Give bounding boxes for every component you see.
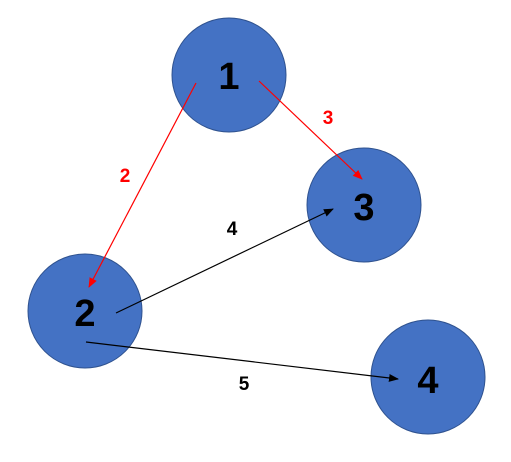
node-3-circle	[306, 147, 422, 263]
edge-2-3-weight: 4	[227, 219, 238, 240]
edge-1-3-weight: 3	[323, 108, 334, 129]
edge-2-4-weight: 5	[239, 374, 250, 395]
node-1: 1	[171, 17, 287, 133]
edge-1-2-weight: 2	[120, 166, 131, 187]
node-2: 2	[27, 253, 143, 369]
node-2-circle	[27, 253, 143, 369]
edge-2-3-line	[115, 208, 334, 314]
edge-2-4-line	[85, 341, 399, 382]
edge-1-3-line	[258, 80, 363, 180]
node-4: 4	[370, 319, 486, 435]
node-3: 3	[306, 147, 422, 263]
node-4-label: 4	[417, 360, 438, 402]
edge-2-3: 4	[115, 208, 334, 314]
edge-1-2-line	[88, 82, 197, 288]
edge-2-4: 5	[85, 341, 399, 395]
edge-1-3: 3	[258, 80, 363, 180]
node-1-label: 1	[218, 56, 239, 98]
node-1-circle	[171, 17, 287, 133]
edge-1-2: 2	[88, 82, 197, 288]
node-2-label: 2	[74, 293, 95, 335]
node-3-label: 3	[353, 187, 374, 229]
node-4-circle	[370, 319, 486, 435]
